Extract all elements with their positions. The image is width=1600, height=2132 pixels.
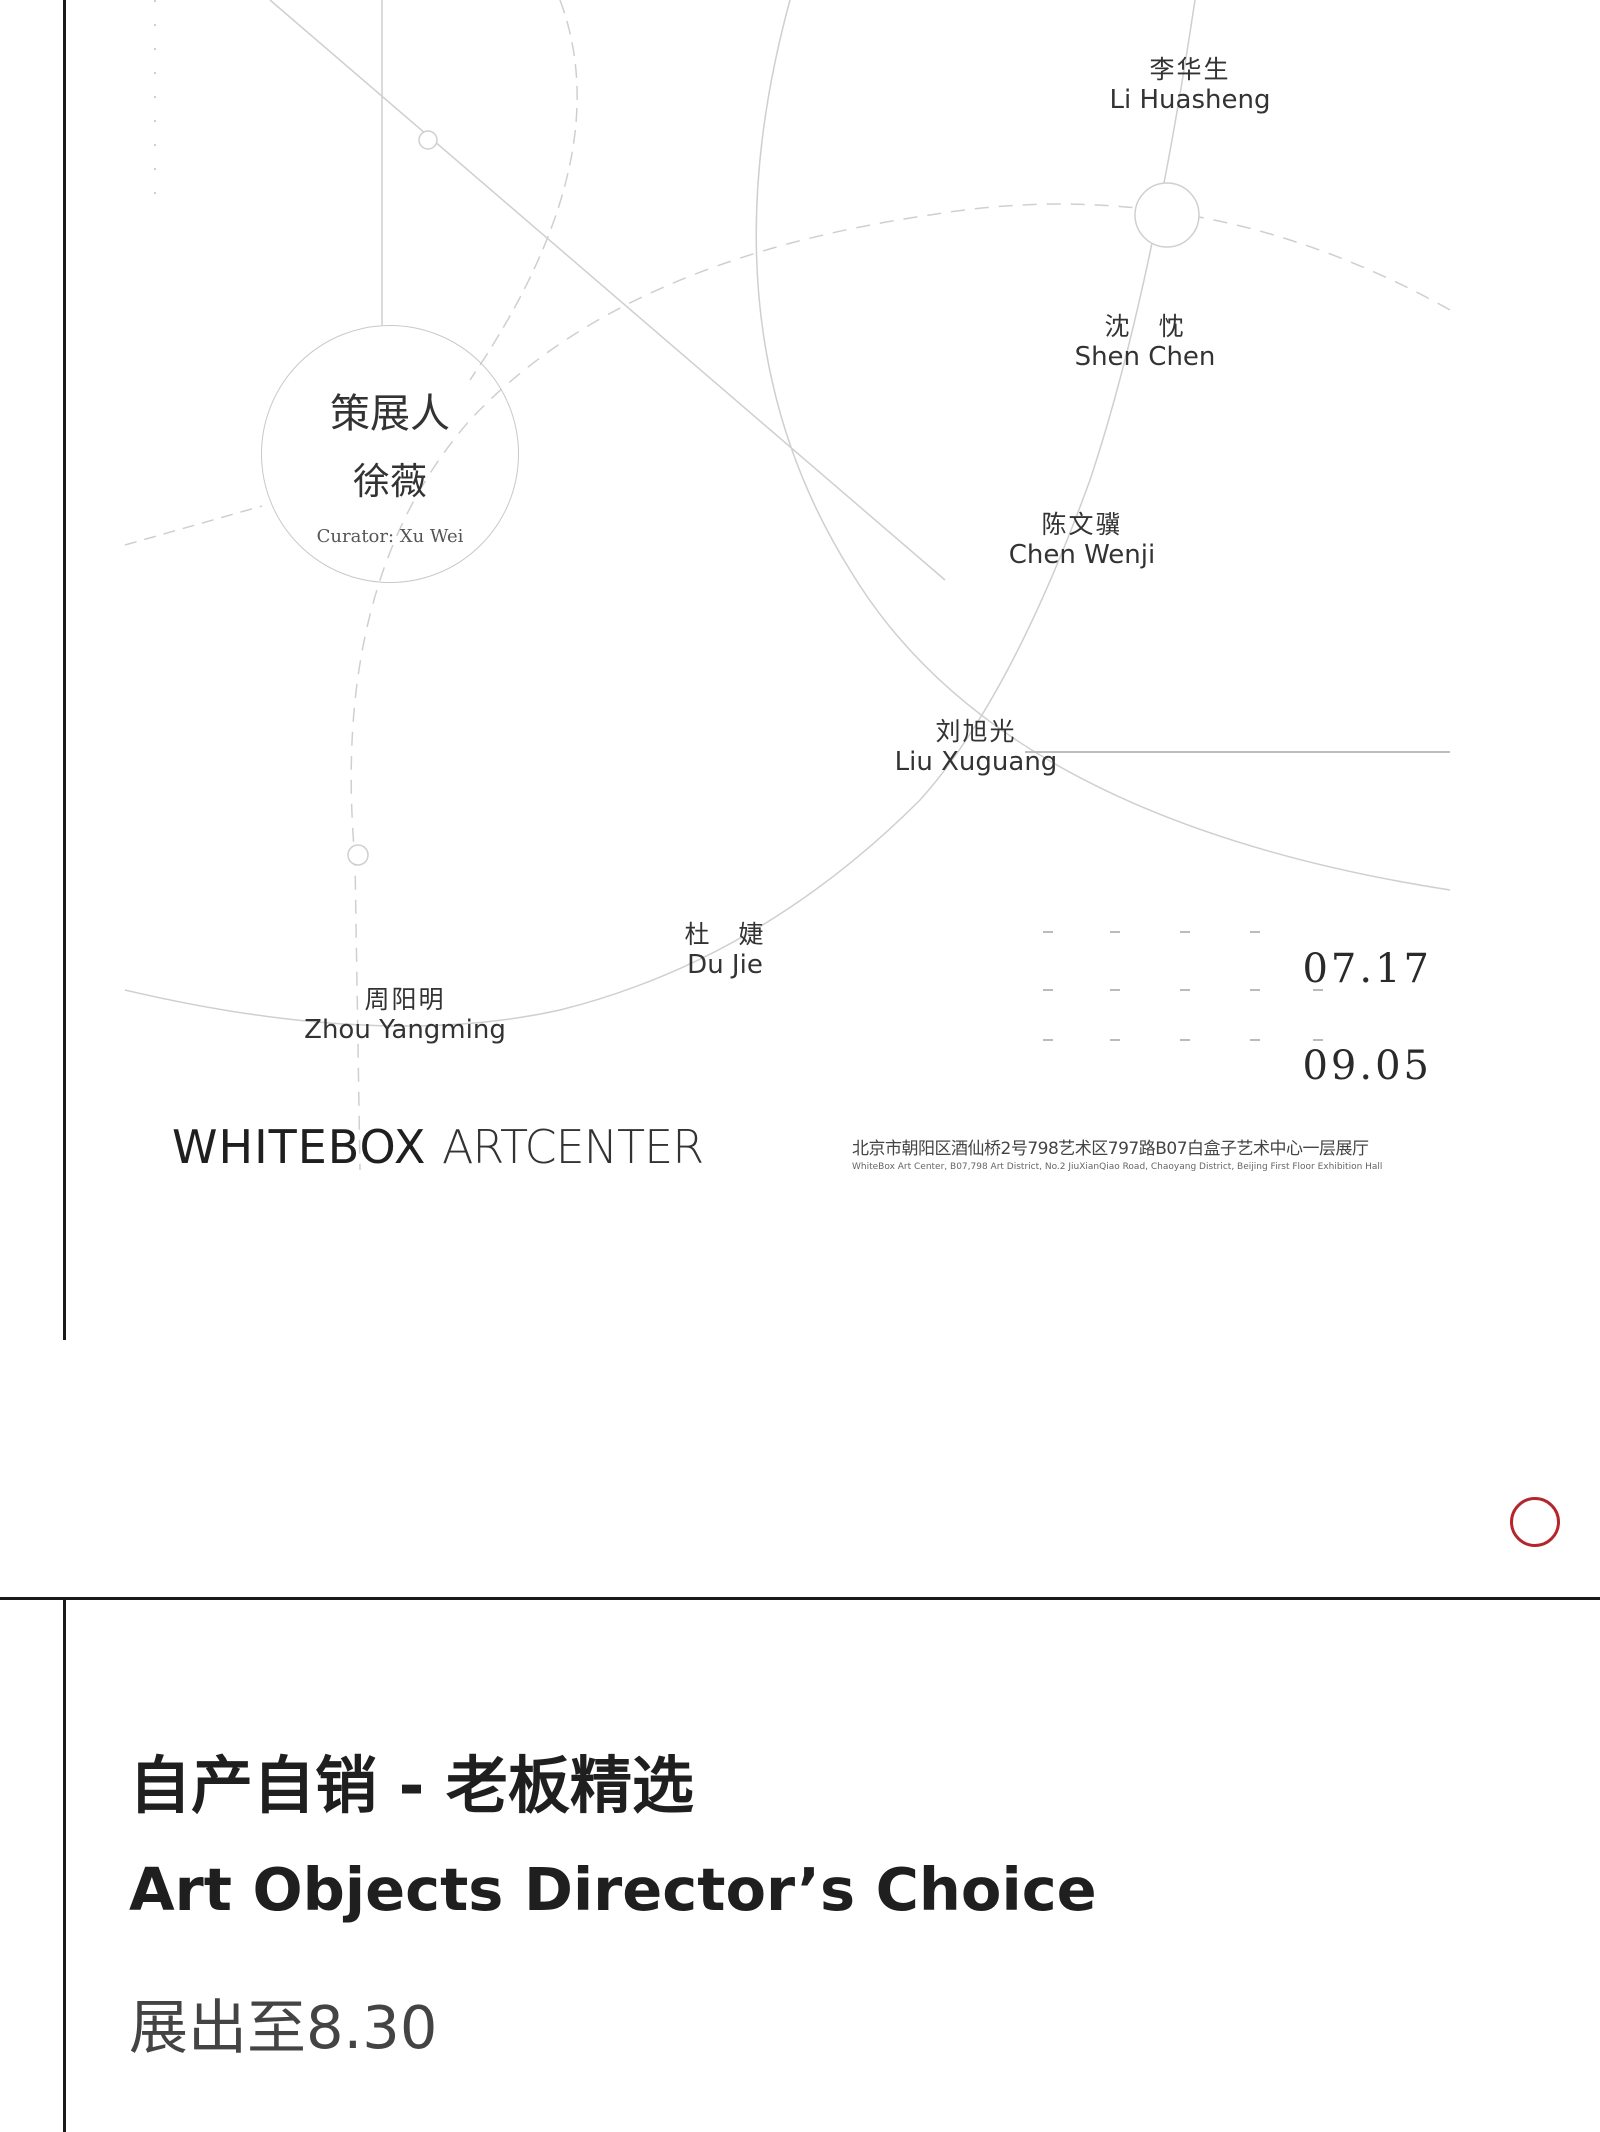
artist-name-en: Li Huasheng (1109, 85, 1271, 115)
circle-outline-icon[interactable] (1510, 1497, 1560, 1547)
artist-label: 陈文骥 Chen Wenji (972, 510, 1192, 570)
artist-label: 刘旭光 Liu Xuguang (866, 717, 1086, 777)
artist-name-en: Chen Wenji (1008, 540, 1156, 570)
curator-title: 策展人 (330, 391, 450, 437)
artist-label: 杜 婕 Du Jie (620, 920, 830, 980)
artist-label: 沈 忱 Shen Chen (1035, 312, 1255, 372)
logo-light-text: ARTCENTER (441, 1120, 704, 1174)
artist-name-en: Liu Xuguang (894, 747, 1058, 777)
curator-name: 徐薇 (353, 460, 427, 503)
artist-name-en: Zhou Yangming (304, 1015, 506, 1045)
whitebox-logo: WHITEBOX ARTCENTER (172, 1120, 704, 1174)
artist-name-zh: 杜 婕 (684, 920, 766, 949)
section-title-en: Art Objects Director’s Choice (129, 1855, 1097, 1924)
artist-name-zh: 周阳明 (364, 985, 446, 1014)
date-end: 09.05 (1302, 1043, 1432, 1089)
curator-circle: 策展人 徐薇 Curator: Xu Wei (261, 325, 519, 583)
artist-label: 李华生 Li Huasheng (1080, 55, 1300, 115)
left-vertical-rule (63, 0, 66, 1340)
curator-name-en: Curator: Xu Wei (316, 526, 464, 547)
logo-bold-text: WHITEBOX (172, 1120, 427, 1174)
artist-name-en: Du Jie (687, 950, 763, 980)
exhibition-poster: 策展人 徐薇 Curator: Xu Wei 李华生 Li Huasheng 沈… (124, 0, 1451, 1174)
date-start: 07.17 (1302, 946, 1432, 992)
artist-name-zh: 刘旭光 (935, 717, 1017, 746)
section-date: 展出至8.30 (129, 1993, 438, 2062)
address-zh: 北京市朝阳区酒仙桥2号798艺术区797路B07白盒子艺术中心一层展厅 (852, 1139, 1369, 1159)
address-en: WhiteBox Art Center, B07,798 Art Distric… (852, 1162, 1383, 1172)
artist-label: 周阳明 Zhou Yangming (290, 985, 520, 1045)
section-title-zh: 自产自销 - 老板精选 (129, 1749, 694, 1822)
artist-name-zh: 陈文骥 (1041, 510, 1123, 539)
poster-graphic-lines (124, 0, 1451, 1171)
artist-name-zh: 沈 忱 (1104, 312, 1186, 341)
section-divider (0, 1597, 1600, 1600)
left-vertical-rule (63, 1600, 66, 2132)
artist-name-en: Shen Chen (1074, 342, 1216, 372)
artist-name-zh: 李华生 (1149, 55, 1231, 84)
